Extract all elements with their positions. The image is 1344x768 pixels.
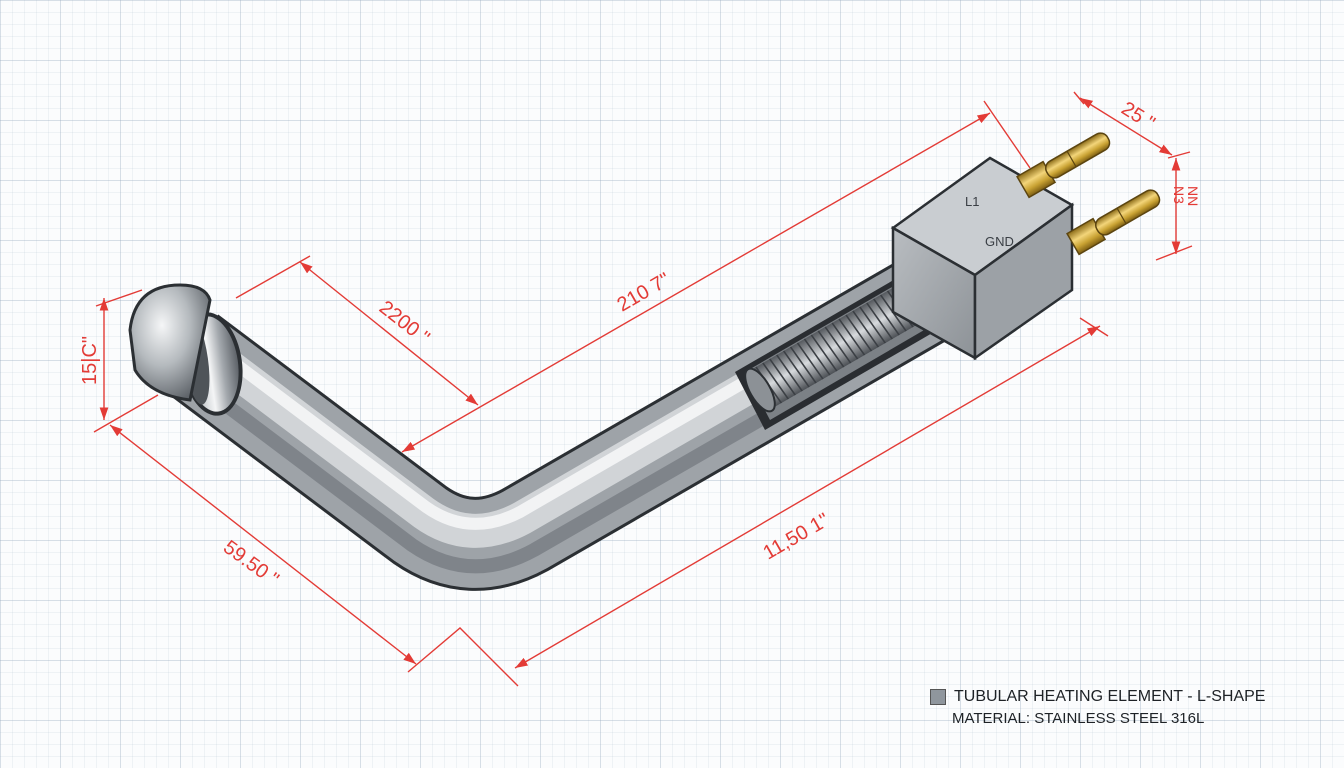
dim-side-label-2: NN [1185,186,1201,206]
dim-long-leg: 11,50 1" [760,509,834,564]
terminal-pin-lower [1066,189,1161,256]
legend-swatch [930,689,946,705]
legend-title: TUBULAR HEATING ELEMENT - L-SHAPE [954,688,1266,705]
legend-material: MATERIAL: STAINLESS STEEL 316L [952,710,1205,727]
dim-cap-diameter: 15|C" [79,336,101,385]
dim-overall-length: 210 7" [614,269,674,317]
end-cap [128,283,243,416]
dimension-lines [93,91,1193,687]
dim-terminal-spacing: 25 " [1117,98,1158,135]
legend: TUBULAR HEATING ELEMENT - L-SHAPE MATERI… [930,686,1265,730]
label-gnd: GND [985,234,1014,249]
legend-title-row: TUBULAR HEATING ELEMENT - L-SHAPE [930,686,1265,708]
dim-short-leg: 59.50 " [219,536,283,591]
dim-leg-segment: 2200 " [375,297,434,350]
label-l1: L1 [965,194,979,209]
dim-side-label-1: N3 [1171,186,1187,204]
terminal-pin-upper [1016,132,1111,199]
